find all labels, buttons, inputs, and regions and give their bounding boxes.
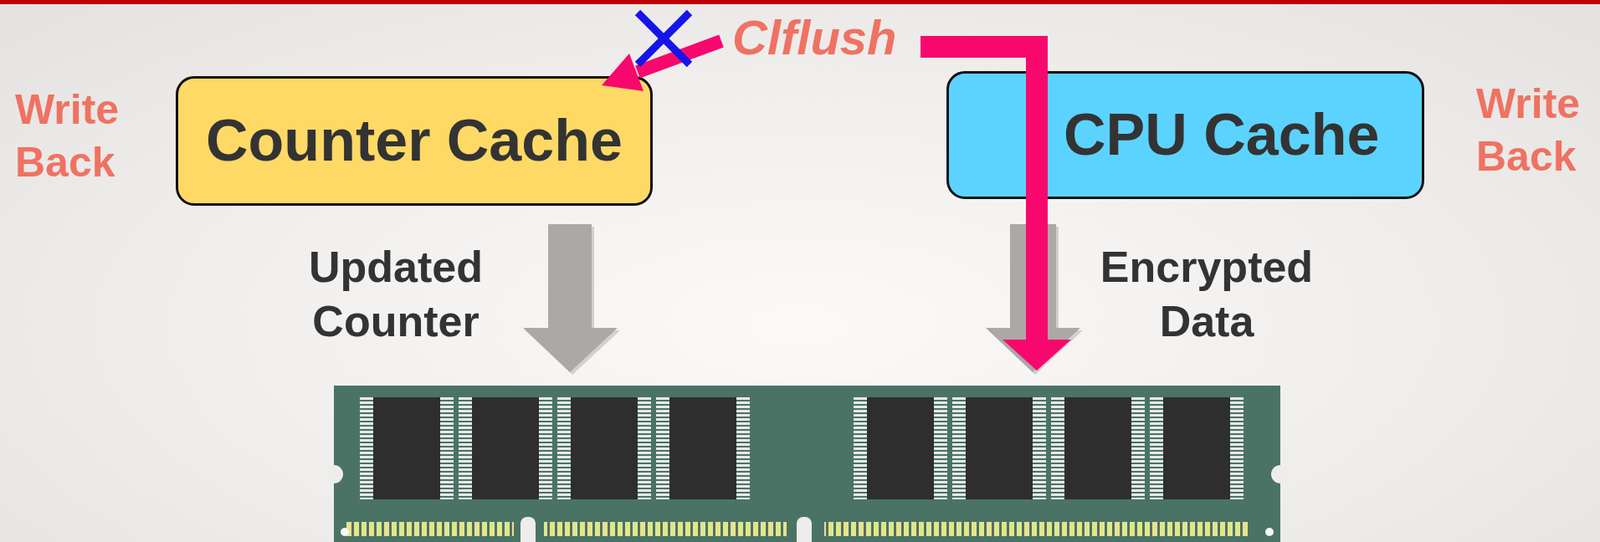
flush-path bbox=[920, 46, 1037, 344]
chip-row bbox=[853, 397, 1249, 500]
policy-label: Write Back bbox=[15, 83, 141, 189]
key-notch bbox=[520, 517, 536, 542]
flush-arrowhead bbox=[1002, 339, 1072, 371]
memory-module bbox=[324, 385, 1290, 542]
contact-row bbox=[346, 522, 514, 537]
arrow-shadow bbox=[525, 226, 621, 375]
chip-row bbox=[359, 397, 755, 500]
arrow-shadow bbox=[988, 226, 1083, 375]
block-cross bbox=[637, 12, 690, 65]
cache-box: Counter Cache bbox=[175, 76, 653, 206]
mount-dot bbox=[340, 528, 349, 537]
write-back-arrow bbox=[985, 224, 1081, 373]
side-notch bbox=[324, 465, 344, 484]
side-notch bbox=[1271, 465, 1290, 484]
key-notch bbox=[796, 517, 812, 542]
block-cross bbox=[637, 12, 690, 65]
blocked-flush-arrowhead bbox=[601, 53, 644, 92]
contact-row bbox=[824, 522, 1250, 537]
flow-label: Updated Counter bbox=[291, 240, 501, 349]
box-label: Counter Cache bbox=[205, 108, 623, 174]
blocked-flush-line bbox=[637, 41, 722, 72]
contact-row bbox=[543, 522, 787, 537]
box-label: CPU Cache bbox=[1063, 102, 1380, 168]
write-back-arrows bbox=[523, 224, 1083, 375]
top-bar bbox=[0, 0, 1600, 5]
operation-label: Clflush bbox=[732, 10, 898, 67]
module-board bbox=[333, 385, 1281, 542]
flow-label: Encrypted Data bbox=[1085, 240, 1329, 349]
write-back-arrow bbox=[523, 224, 618, 373]
mount-dot bbox=[1265, 528, 1274, 537]
policy-label: Write Back bbox=[1476, 77, 1594, 183]
cache-box: CPU Cache bbox=[946, 71, 1425, 200]
